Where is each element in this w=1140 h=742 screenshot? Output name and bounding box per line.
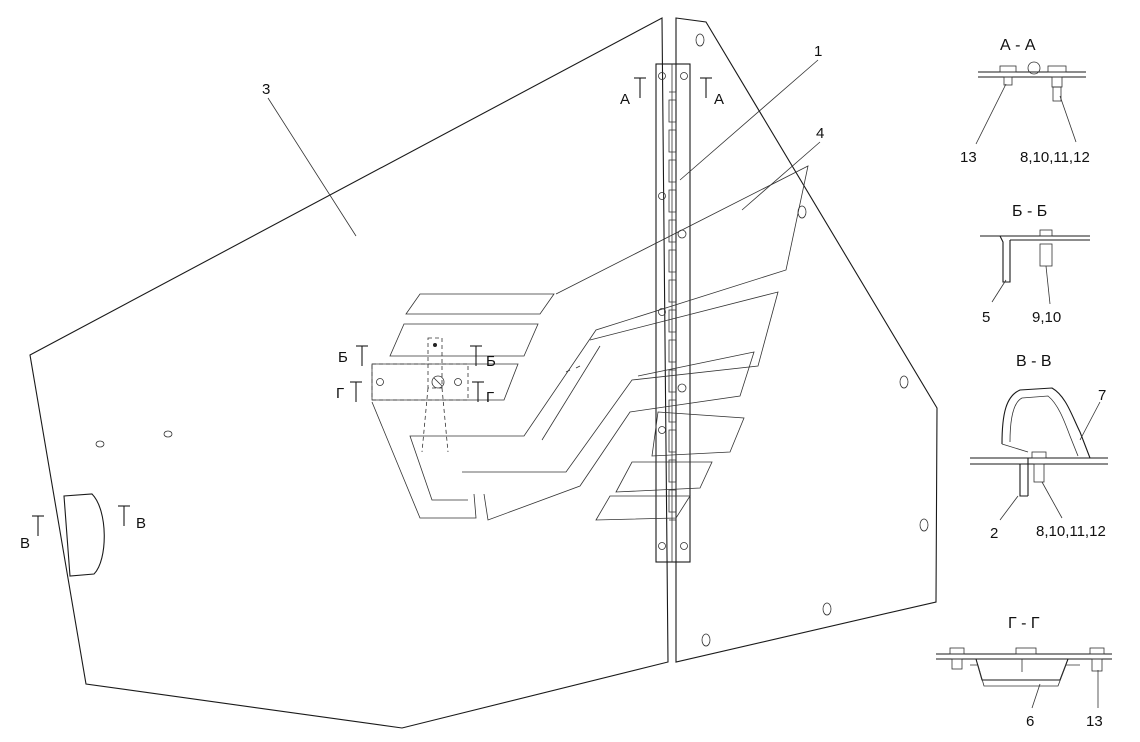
section-bb: Б - Б 5 9,10 bbox=[980, 203, 1090, 326]
section-gg: Г - Г 6 13 bbox=[936, 615, 1112, 730]
callout-7: 7 bbox=[1098, 387, 1106, 404]
section-mark-a-left: А bbox=[620, 91, 630, 108]
section-mark-b-right: Б bbox=[486, 353, 496, 370]
section-mark-v-right: В bbox=[136, 515, 146, 532]
callout-8-aa: 8,10,11,12 bbox=[1020, 149, 1090, 166]
section-mark-a-right: А bbox=[714, 91, 724, 108]
callout-2: 2 bbox=[990, 525, 998, 542]
section-mark-v-left: В bbox=[20, 535, 30, 552]
callout-8-vv: 8,10,11,12 bbox=[1036, 523, 1106, 540]
section-title-bb: Б - Б bbox=[1012, 203, 1047, 220]
latch-bracket bbox=[371, 337, 469, 453]
callout-5: 5 bbox=[982, 309, 990, 326]
door-handle bbox=[63, 493, 105, 577]
callout-1: 1 bbox=[814, 43, 822, 60]
main-leaders: 3 1 4 bbox=[262, 43, 824, 237]
section-title-gg: Г - Г bbox=[1008, 615, 1040, 632]
callout-9-10: 9,10 bbox=[1032, 309, 1061, 326]
stripe-emblem bbox=[371, 165, 809, 521]
callout-13-gg: 13 bbox=[1086, 713, 1103, 730]
section-mark-b-left: Б bbox=[338, 349, 348, 366]
section-aa: А - А 13 8,10,11,12 bbox=[960, 37, 1090, 166]
section-title-aa: А - А bbox=[1000, 37, 1036, 54]
section-mark-g-left: Г bbox=[336, 385, 344, 402]
callout-3: 3 bbox=[262, 81, 270, 98]
right-panel bbox=[675, 17, 938, 663]
callout-4: 4 bbox=[816, 125, 824, 142]
section-mark-g-right: Г bbox=[486, 389, 494, 406]
hinge-strip bbox=[655, 63, 691, 563]
callout-13-aa: 13 bbox=[960, 149, 977, 166]
section-vv: В - В 7 2 8,10,11,12 bbox=[970, 353, 1108, 542]
section-markers: А А Б Б Г Г В В bbox=[20, 77, 724, 552]
left-panel bbox=[29, 17, 669, 729]
section-title-vv: В - В bbox=[1016, 353, 1052, 370]
callout-6: 6 bbox=[1026, 713, 1034, 730]
